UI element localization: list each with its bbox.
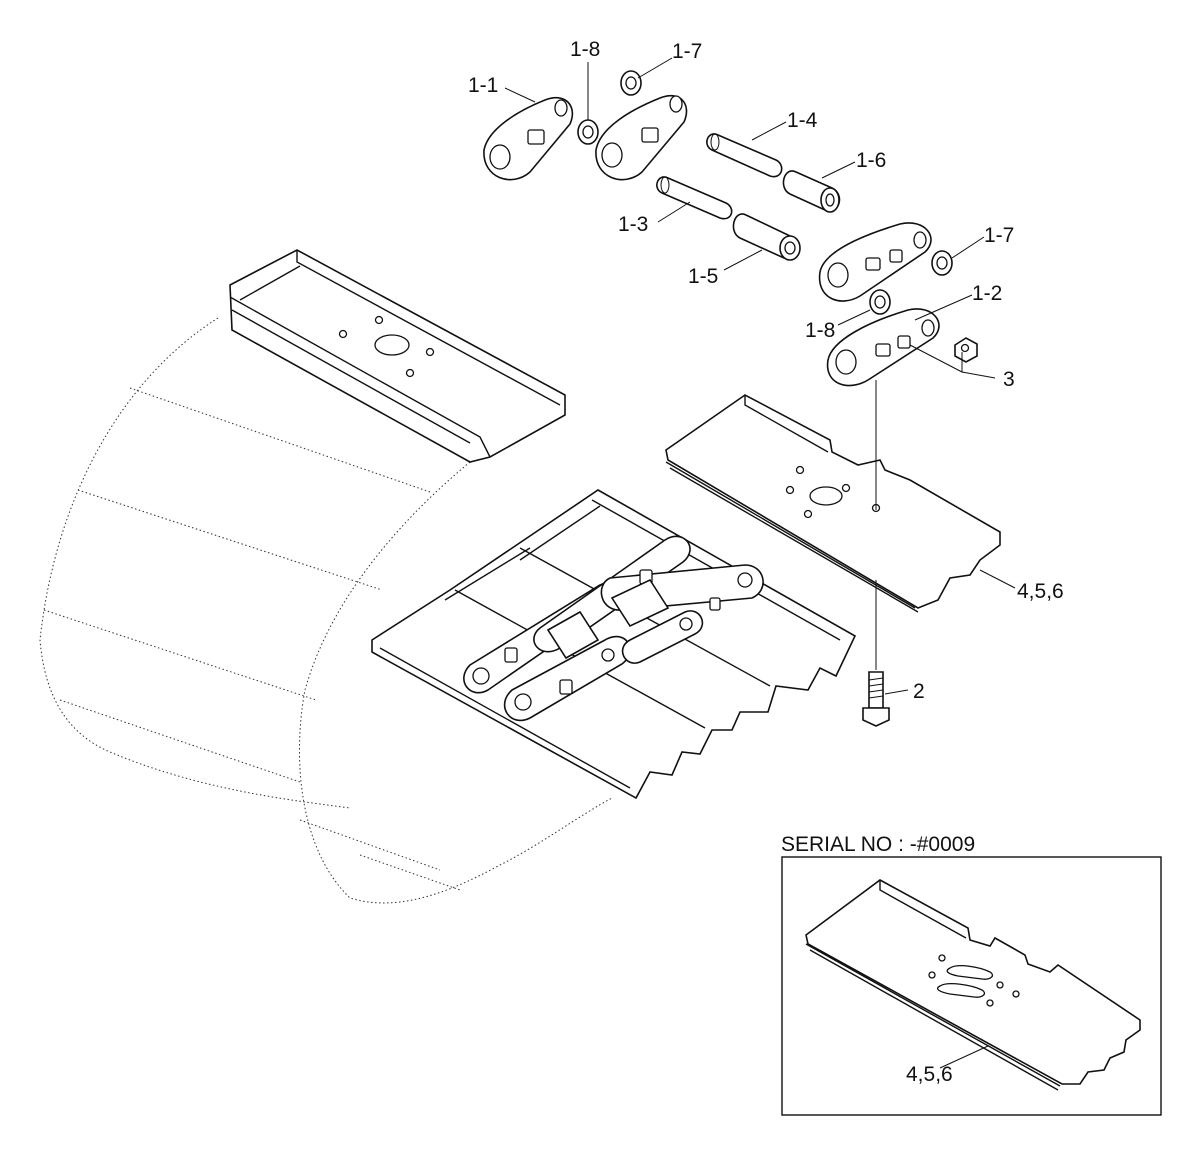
callout-4-5-6: 4,5,6 <box>1017 580 1064 603</box>
callout-1-2: 1-2 <box>972 282 1002 305</box>
callout-1-6: 1-6 <box>856 149 886 172</box>
callout-1-7-right: 1-7 <box>984 224 1014 247</box>
seal-1-8-top <box>577 119 599 145</box>
inset-track-shoe <box>805 879 1141 1091</box>
master-link-1-1-mate <box>595 95 688 181</box>
seal-1-7-top <box>620 70 642 96</box>
track-shoe-upper-left <box>229 249 566 463</box>
callout-1-7-top: 1-7 <box>672 40 702 63</box>
track-loop-outline <box>39 317 613 904</box>
callout-3: 3 <box>1003 368 1015 391</box>
track-section-assembled <box>371 489 857 800</box>
callout-1-8-top: 1-8 <box>570 38 600 61</box>
bushing-1-5 <box>732 213 801 261</box>
callout-1-4: 1-4 <box>787 109 818 132</box>
seal-1-8-right <box>869 289 891 315</box>
callout-2: 2 <box>913 680 925 703</box>
track-shoe-right <box>665 394 1001 613</box>
pin-1-3 <box>656 176 733 220</box>
pin-1-4 <box>706 133 783 178</box>
leader-lines <box>504 57 1016 695</box>
callout-labels: 1-1 1-8 1-7 1-4 1-6 1-3 1-5 1-7 1-2 1-8 … <box>468 38 1064 703</box>
callout-1-5: 1-5 <box>688 265 718 288</box>
callout-1-3: 1-3 <box>618 213 648 236</box>
master-link-1-2-lower <box>826 308 940 387</box>
callout-1-8-right: 1-8 <box>805 319 835 342</box>
inset-title: SERIAL NO : -#0009 <box>781 833 975 856</box>
serial-inset: SERIAL NO : -#0009 4,5,6 <box>781 833 1162 1116</box>
callout-1-1: 1-1 <box>468 74 498 97</box>
track-bolt <box>862 380 890 727</box>
seal-1-7-right <box>931 250 953 276</box>
bushing-1-6 <box>782 170 841 213</box>
inset-callout-4-5-6: 4,5,6 <box>906 1063 953 1086</box>
track-nut <box>954 337 978 363</box>
master-link-1-1 <box>483 97 574 181</box>
master-link-1-2-upper <box>818 222 932 302</box>
